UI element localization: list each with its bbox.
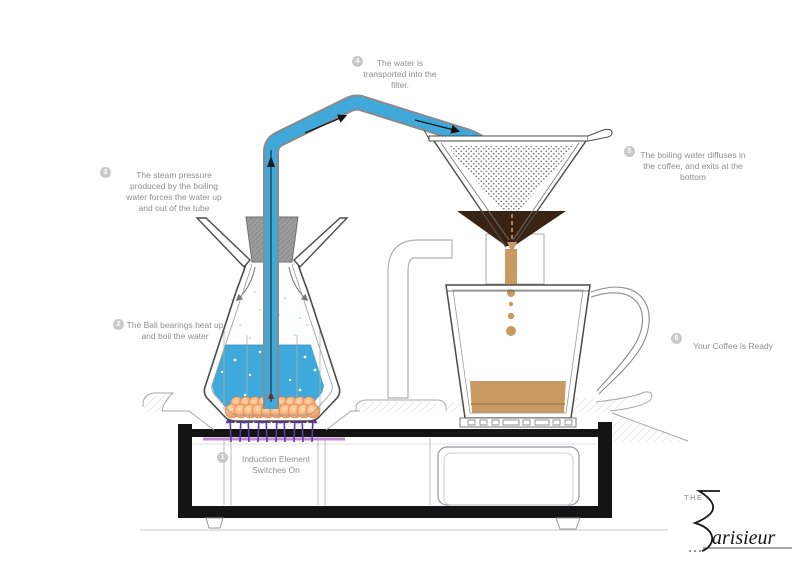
foot-right (555, 517, 581, 530)
logo-b-glyph (692, 490, 720, 552)
step-text-6: Your Coffee is Ready (693, 341, 773, 351)
filter-handle (587, 128, 613, 142)
cup-handle (590, 286, 650, 395)
step-badge-2: 2 (113, 319, 124, 330)
step-text-4: The water is transported into the filter… (363, 58, 437, 90)
step-badge-5: 5 (624, 146, 635, 157)
foot-left (205, 517, 224, 529)
step-text-2: The Ball bearings heat up and boil the w… (126, 320, 224, 341)
step-text-5: The boiling water diffuses in the coffee… (640, 150, 746, 182)
brewed-coffee (470, 381, 566, 413)
coffee-droplets (506, 289, 516, 336)
step-badge-1: 1 (217, 452, 228, 463)
coffee-pot (445, 284, 650, 428)
coffee-stream (505, 249, 517, 285)
base-unit (178, 422, 612, 530)
step-text-1: Induction Element Switches On (241, 454, 311, 475)
steam-arrows (235, 266, 309, 302)
step-badge-3: 3 (100, 167, 111, 178)
step-text-3: The steam pressure produced by the boili… (126, 170, 222, 213)
flask-wing-right (293, 217, 349, 269)
drawer-compartment (437, 446, 580, 506)
logo-the: THE (684, 493, 704, 502)
step-badge-4: 4 (352, 56, 363, 67)
step-badge-6: 6 (671, 333, 682, 344)
logo-wordmark: arisieur (712, 527, 776, 549)
barisieur-logo: THE arisieur (684, 490, 792, 552)
flask-wing-left (195, 217, 251, 269)
